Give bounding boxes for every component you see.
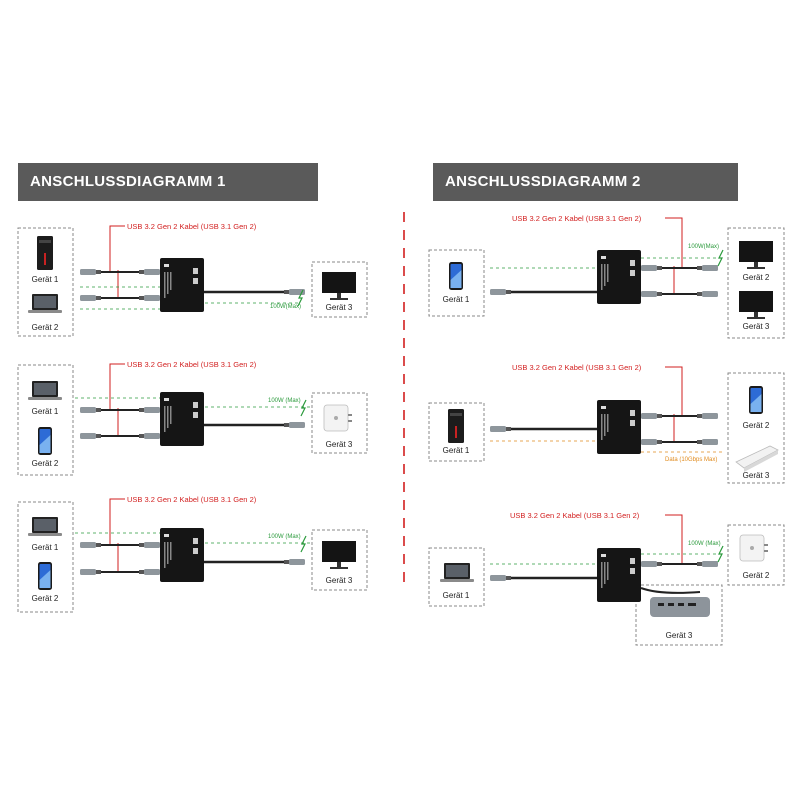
device-label: Gerät 2 [742, 421, 770, 430]
device-label: Gerät 2 [31, 459, 59, 468]
device-label: Gerät 2 [742, 571, 770, 580]
device-label: Gerät 3 [742, 471, 770, 480]
device-label: Gerät 2 [31, 323, 59, 332]
device-label: Gerät 3 [325, 303, 353, 312]
device-label: Gerät 1 [31, 275, 59, 284]
device-label: Gerät 3 [325, 576, 353, 585]
power-note: 100W (Max) [268, 398, 301, 404]
power-note: 100W (Max) [268, 534, 301, 540]
device-group-box [17, 227, 74, 337]
device-label: Gerät 1 [442, 591, 470, 600]
cable-note: USB 3.2 Gen 2 Kabel (USB 3.1 Gen 2) [127, 495, 257, 504]
data-note: Data (10Gbps Max) [665, 457, 718, 463]
s1-row1 [17, 225, 368, 337]
power-note: 100W(Max) [688, 244, 720, 250]
cable-note: USB 3.2 Gen 2 Kabel (USB 3.1 Gen 2) [127, 360, 257, 369]
cable-note: USB 3.2 Gen 2 Kabel (USB 3.1 Gen 2) [127, 222, 257, 231]
s2-row3 [428, 514, 785, 646]
device-label: Gerät 1 [31, 407, 59, 416]
power-note: 100W(Max) [270, 304, 302, 310]
power-note: 100W (Max) [688, 541, 721, 547]
device-label: Gerät 1 [31, 543, 59, 552]
s2-row1 [428, 217, 785, 339]
device-label: Gerät 2 [742, 273, 770, 282]
device-label: Gerät 1 [442, 446, 470, 455]
cable-note: USB 3.2 Gen 2 Kabel (USB 3.1 Gen 2) [512, 214, 642, 223]
cable-note: USB 3.2 Gen 2 Kabel (USB 3.1 Gen 2) [510, 511, 640, 520]
device-label: Gerät 2 [31, 594, 59, 603]
s1-row2 [17, 363, 368, 476]
s1-row3 [17, 498, 368, 613]
device-label: Gerät 1 [442, 295, 470, 304]
s2-row2 [428, 366, 785, 484]
device-label: Gerät 3 [325, 440, 353, 449]
device-label: Gerät 3 [665, 631, 693, 640]
section1-title: ANSCHLUSSDIAGRAMM 1 [18, 163, 318, 201]
device-label: Gerät 3 [742, 322, 770, 331]
cable-note: USB 3.2 Gen 2 Kabel (USB 3.1 Gen 2) [512, 363, 642, 372]
section2-title: ANSCHLUSSDIAGRAMM 2 [433, 163, 738, 201]
